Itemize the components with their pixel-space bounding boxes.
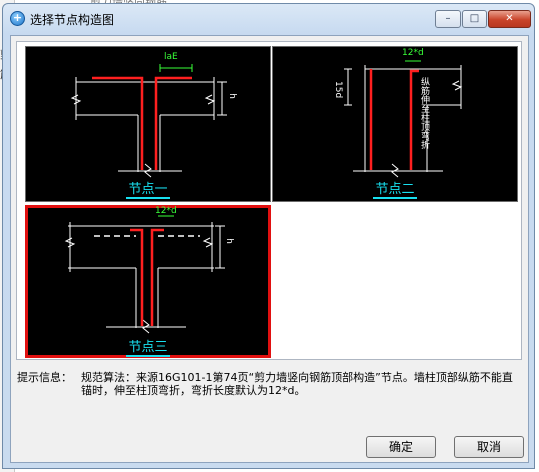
minimize-button[interactable]: – (435, 10, 461, 28)
node-option-3[interactable]: 12*d h 节点三 (25, 205, 271, 358)
node-1-caption: 节点一 (126, 182, 170, 199)
hint-text: 规范算法：来源16G101-1第74页“剪力墙竖向钢筋顶部构造”节点。墙柱顶部纵… (81, 371, 513, 397)
close-button[interactable]: ✕ (488, 10, 531, 28)
node-3-diagram (64, 215, 225, 334)
node-2-dim-label: 12*d (402, 48, 424, 58)
ok-button[interactable]: 确定 (366, 436, 436, 458)
node-1-diagram (70, 64, 227, 178)
app-icon: + (10, 11, 25, 26)
node-3-height-label: h (223, 238, 234, 244)
node-1-dim-label: laE (164, 52, 178, 62)
cancel-button[interactable]: 取消 (454, 436, 524, 458)
node-1-height-label: h (226, 93, 237, 99)
dialog-body: laE h 节点一 (10, 35, 529, 463)
node-2-note-label: 纵筋伸至柱顶弯折 (419, 77, 429, 149)
hint-label: 提示信息： (17, 371, 72, 384)
node-option-2[interactable]: 12*d 15d 纵筋伸至柱顶弯折 节点二 (272, 46, 518, 202)
node-gallery: laE h 节点一 (16, 41, 522, 360)
node-3-dim-label: 12*d (155, 206, 177, 216)
node-option-1[interactable]: laE h 节点一 (25, 46, 271, 202)
dialog-title: 选择节点构造图 (30, 13, 115, 27)
node-2-caption: 节点二 (373, 182, 417, 199)
node-2-diagram (344, 60, 463, 178)
node-3-caption: 节点三 (126, 340, 170, 357)
maximize-button[interactable]: □ (462, 10, 487, 28)
title-bar[interactable]: + 选择节点构造图 – □ ✕ (3, 4, 534, 34)
dialog-window: + 选择节点构造图 – □ ✕ (2, 3, 535, 469)
node-2-height-label: 15d (333, 81, 343, 99)
